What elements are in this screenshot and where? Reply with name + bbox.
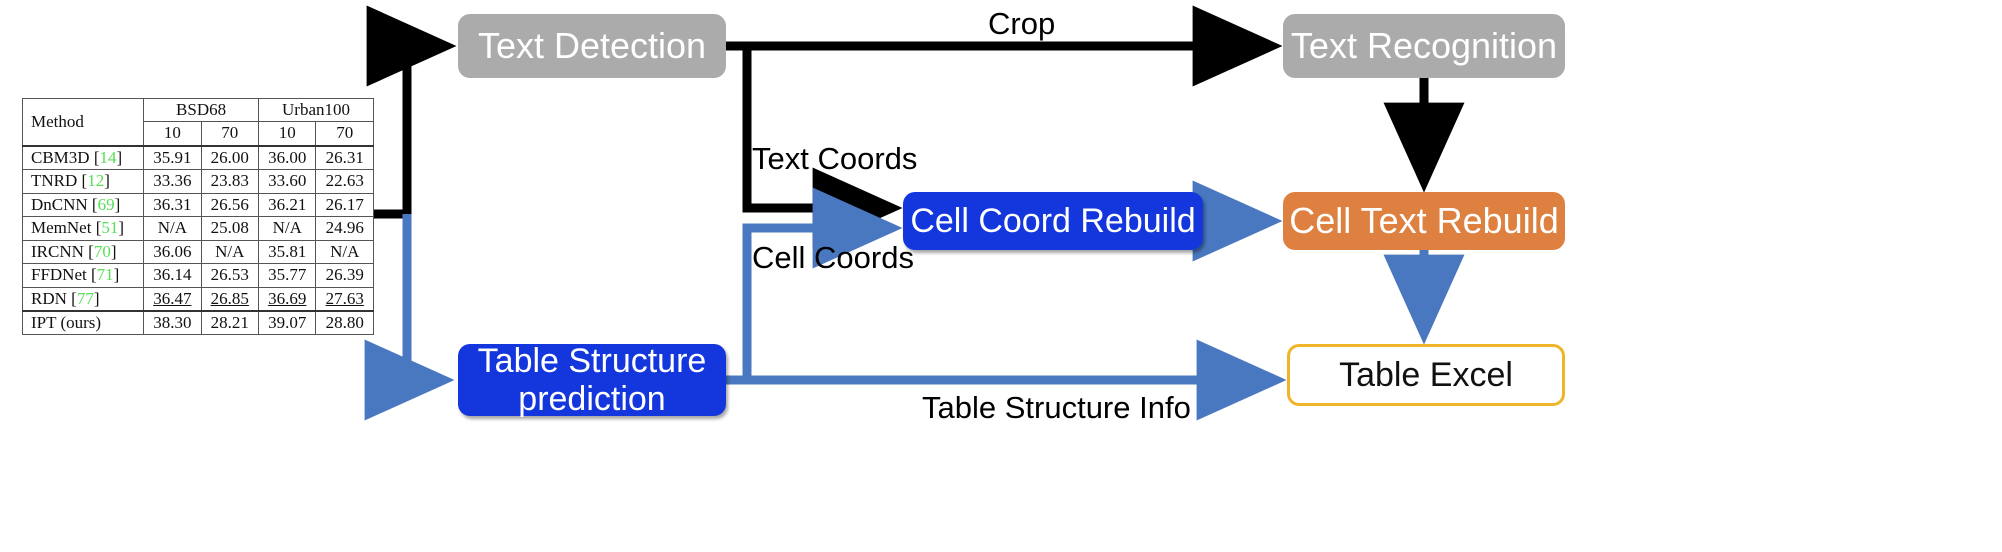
table-cell-value: 36.00 — [258, 144, 317, 171]
table-row: FFDNet [71] 36.14 26.53 35.77 26.39 — [21, 263, 374, 288]
method-name: RDN — [31, 288, 67, 308]
table-cell-method: DnCNN [69] — [21, 192, 145, 218]
table-cell-value: 23.83 — [200, 169, 260, 194]
table-cell-value: 33.36 — [143, 169, 202, 194]
edge-junction-to-text-detection — [366, 5, 457, 214]
table-cell-value: 35.81 — [258, 239, 317, 265]
table-cell-value: 25.08 — [200, 216, 260, 241]
table-cell-method: IPT (ours) — [21, 309, 145, 336]
reference-number: 70 — [93, 241, 111, 261]
table-row: IRCNN [70] 36.06 N/A 35.81 N/A — [21, 239, 374, 265]
table-cell-value: 33.60 — [258, 169, 317, 194]
method-name: DnCNN — [31, 194, 88, 214]
table-cell-value: N/A — [200, 239, 260, 265]
table-row: CBM3D [14] 35.91 26.00 36.00 26.31 — [21, 144, 374, 171]
table-row: DnCNN [69] 36.31 26.56 36.21 26.17 — [21, 192, 374, 218]
table-cell-value: 26.17 — [315, 192, 374, 218]
table-cell-value: 26.85 — [200, 286, 260, 312]
table-cell-value: 36.47 — [143, 286, 202, 312]
method-name: FFDNet — [31, 265, 87, 285]
edge-junction-to-table-structure — [364, 214, 455, 421]
edge-label-text-coords: Text Coords — [752, 141, 918, 176]
reference-number: 12 — [87, 171, 105, 191]
table-header-group-urban100: Urban100 — [258, 97, 374, 123]
table-cell-value: 36.31 — [143, 192, 202, 218]
node-text-recognition[interactable]: Text Recognition — [1283, 14, 1565, 78]
table-subheader-bsd68-10: 10 — [143, 121, 202, 147]
node-line-1: Table Structure — [477, 341, 707, 380]
table-cell-method: RDN [77] — [21, 286, 145, 312]
edge-label-table-structure-info: Table Structure Info — [922, 390, 1191, 425]
table-cell-value: N/A — [143, 216, 202, 241]
node-table-structure-text: Table Structure prediction — [478, 342, 707, 418]
edge-text-coords-to-cell-coord-rebuild — [742, 50, 903, 249]
table-subheader-bsd68-70: 70 — [200, 121, 260, 147]
table-cell-value: 36.69 — [258, 286, 317, 312]
table-row: TNRD [12] 33.36 23.83 33.60 22.63 — [21, 169, 374, 194]
table-cell-value: 39.07 — [258, 309, 317, 336]
method-name: IRCNN — [31, 241, 84, 261]
method-name: MemNet — [31, 218, 92, 238]
input-table: Method BSD68 Urban100 10 70 10 70 CBM3D … — [21, 97, 374, 336]
table-cell-value: 36.21 — [258, 192, 317, 218]
table-header-row-2: 10 70 10 70 — [23, 121, 374, 147]
table-cell-method: CBM3D [14] — [21, 144, 145, 171]
node-table-structure-prediction[interactable]: Table Structure prediction — [458, 342, 726, 418]
table-cell-value: 38.30 — [143, 309, 202, 336]
table-cell-value: 22.63 — [315, 169, 374, 194]
reference-number: 71 — [96, 265, 114, 285]
node-cell-coord-rebuild[interactable]: Cell Coord Rebuild — [903, 192, 1203, 250]
table-cell-value: 26.53 — [200, 263, 260, 288]
table-row: RDN [77] 36.47 26.85 36.69 27.63 — [21, 286, 374, 312]
table-cell-value: 26.39 — [315, 263, 374, 288]
table-cell-method: TNRD [12] — [21, 169, 145, 194]
node-cell-text-rebuild[interactable]: Cell Text Rebuild — [1283, 192, 1565, 250]
table-cell-value: N/A — [258, 216, 317, 241]
table-cell-value: 36.06 — [143, 239, 202, 265]
table-header-group-bsd68: BSD68 — [143, 97, 260, 123]
table-cell-value: 26.56 — [200, 192, 260, 218]
table-cell-method: IRCNN [70] — [21, 239, 145, 265]
table-header-row-1: Method BSD68 Urban100 — [21, 97, 374, 147]
table-cell-value: 26.31 — [315, 144, 374, 171]
edge-label-cell-coords: Cell Coords — [752, 240, 914, 275]
reference-number: 14 — [99, 147, 117, 167]
reference-number: 77 — [76, 288, 94, 308]
reference-number: 51 — [101, 218, 119, 238]
table-cell-value: 28.80 — [315, 309, 374, 336]
table-cell-value: 26.00 — [200, 144, 260, 171]
edge-label-crop: Crop — [988, 6, 1056, 41]
node-line-2: prediction — [518, 380, 666, 418]
node-text-detection[interactable]: Text Detection — [458, 14, 726, 78]
table-cell-value: N/A — [315, 239, 374, 265]
table-row: MemNet [51] N/A 25.08 N/A 24.96 — [21, 216, 374, 241]
table-cell-method: MemNet [51] — [21, 216, 145, 241]
method-name: TNRD — [31, 171, 78, 191]
table-cell-value: 24.96 — [315, 216, 374, 241]
table-cell-value: 35.77 — [258, 263, 317, 288]
reference-number: 69 — [97, 194, 115, 214]
table-subheader-urban100-10: 10 — [258, 121, 317, 147]
table-header-method: Method — [21, 97, 145, 147]
table-cell-value: 28.21 — [200, 309, 260, 336]
table-cell-value: 36.14 — [143, 263, 202, 288]
table-cell-method: FFDNet [71] — [21, 263, 145, 288]
table-cell-value: 27.63 — [315, 286, 374, 312]
method-name: CBM3D — [31, 147, 90, 167]
table-subheader-urban100-70: 70 — [315, 121, 374, 147]
table-cell-value: 35.91 — [143, 144, 202, 171]
node-table-excel[interactable]: Table Excel — [1287, 344, 1565, 406]
table-row: IPT (ours) 38.30 28.21 39.07 28.80 — [21, 309, 374, 336]
